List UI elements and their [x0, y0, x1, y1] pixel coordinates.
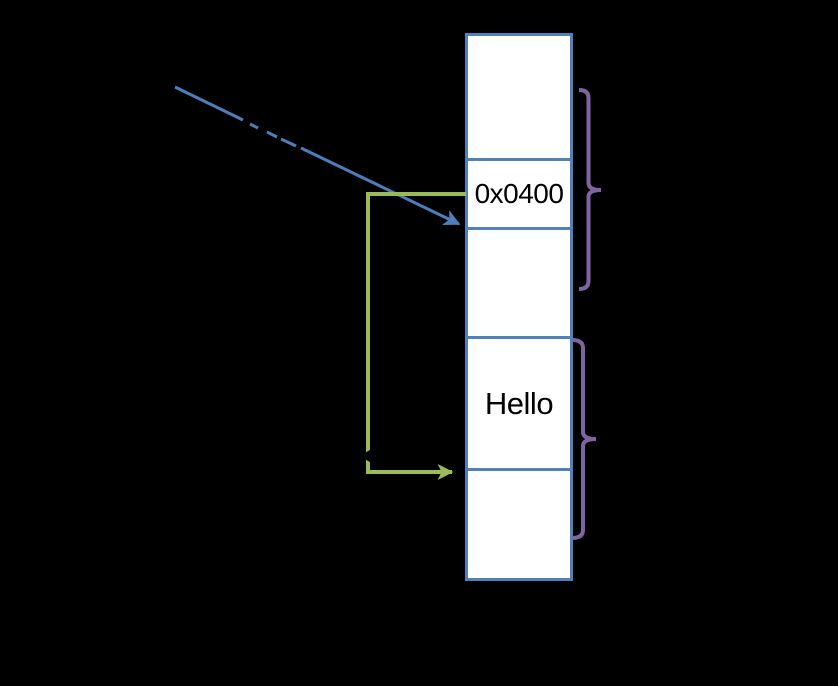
upper-brace: [578, 88, 602, 291]
cell-divider-4: [468, 468, 570, 471]
memory-cell-5: [468, 471, 570, 577]
cell-divider-1: [468, 158, 570, 161]
lower-brace: [571, 338, 597, 540]
memory-cell-3: [468, 230, 570, 336]
pointer-arrow-dashes: [174, 85, 297, 148]
pointer-arrow: [300, 146, 461, 226]
cell-divider-2: [468, 227, 570, 230]
dereference-connector-arrow: [366, 192, 466, 480]
memory-cell-2-address: 0x0400: [468, 161, 570, 227]
cell-divider-3: [468, 336, 570, 339]
memory-cell-1: [468, 36, 570, 158]
memory-column: 0x0400 Hello: [465, 33, 573, 581]
memory-cell-2-value: 0x0400: [474, 178, 564, 209]
chevron-notch-icon: [360, 448, 373, 464]
memory-cell-4-value: Hello: [484, 385, 554, 421]
memory-cell-4-hello: Hello: [468, 339, 570, 468]
